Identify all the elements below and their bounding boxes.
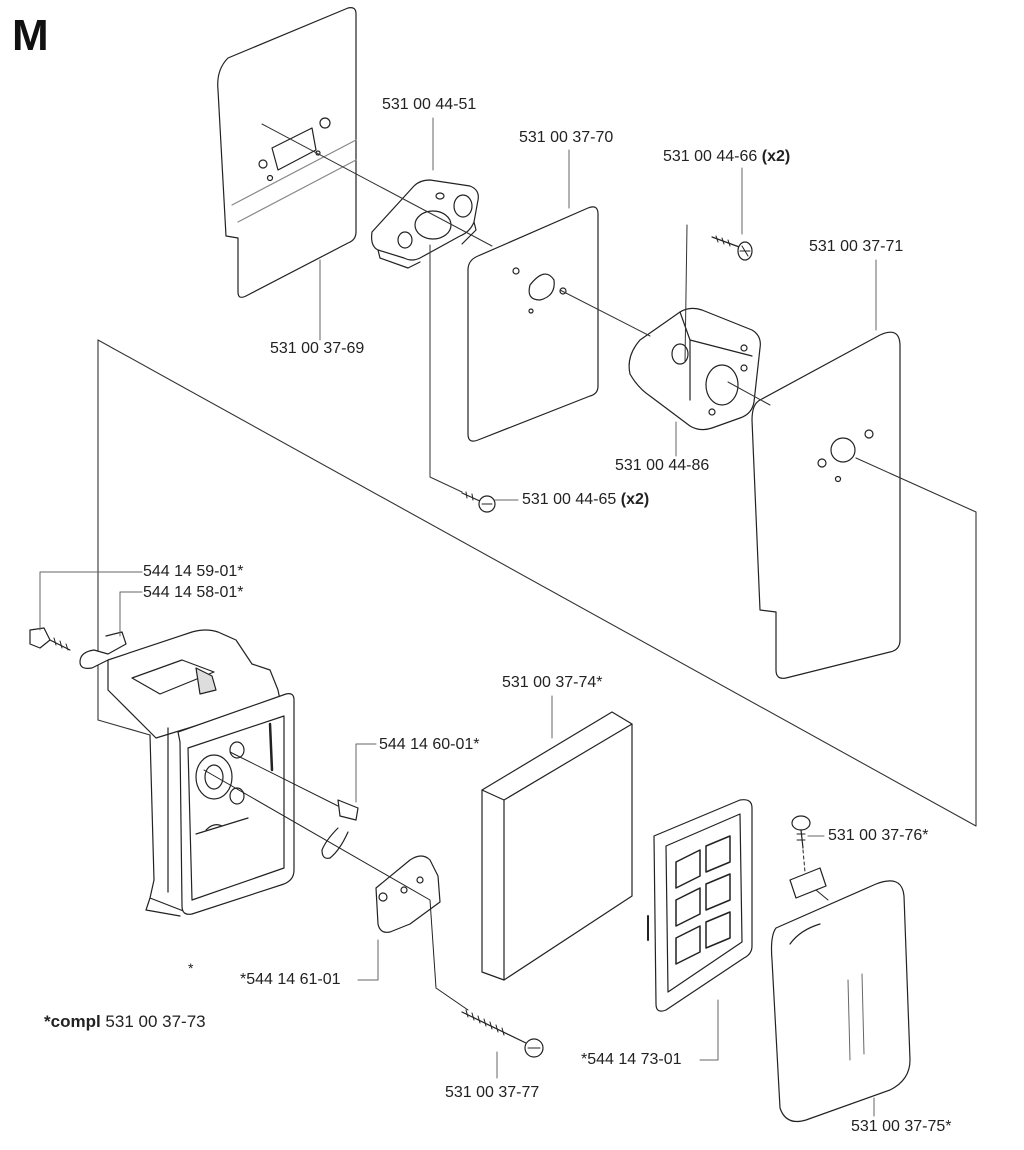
label-3771: 531 00 37-71 — [809, 238, 904, 255]
filter-grid-7301 — [647, 799, 753, 1012]
assembly-outline — [97, 339, 977, 827]
label-3775: 531 00 37-75* — [851, 1118, 952, 1135]
bracket-6101 — [203, 769, 469, 1011]
qty-4466: (x2) — [761, 148, 791, 165]
label-3776: 531 00 37-76* — [828, 827, 929, 844]
filter-housing — [107, 629, 295, 917]
label-7301: *544 14 73-01 — [581, 1051, 682, 1068]
asterisk-marker: * — [188, 960, 194, 976]
compl-note: *compl 531 00 37-73 — [44, 1012, 206, 1032]
label-5801: 544 14 58-01* — [143, 584, 244, 601]
long-screw-3777 — [461, 1009, 544, 1058]
label-3770: 531 00 37-70 — [519, 129, 614, 146]
intake-block-4486 — [628, 307, 761, 431]
screw-5901 — [29, 627, 71, 651]
section-letter: M — [12, 11, 49, 60]
clip-5801 — [79, 631, 127, 669]
label-5901: 544 14 59-01* — [143, 563, 244, 580]
center-axis-line — [261, 123, 771, 406]
screw-3776 — [791, 815, 811, 873]
gasket-3769 — [217, 7, 357, 298]
wing-nut-6001 — [229, 751, 359, 859]
qty-4465: (x2) — [620, 491, 650, 508]
screw-4465 — [461, 491, 496, 513]
label-4486: 531 00 44-86 — [615, 457, 710, 474]
label-4451: 531 00 44-51 — [382, 96, 477, 113]
filter-element-3774 — [481, 711, 633, 981]
screw-4466 — [711, 235, 753, 261]
label-4466: 531 00 44-66 (x2) — [663, 148, 791, 165]
compl-prefix: *compl — [44, 1012, 101, 1031]
cover-3775 — [770, 867, 911, 1123]
label-3777: 531 00 37-77 — [445, 1084, 540, 1101]
spacer-block-4451 — [371, 179, 479, 269]
label-4465: 531 00 44-65 (x2) — [522, 491, 650, 508]
label-6101: *544 14 61-01 — [240, 971, 341, 988]
gasket-3770 — [467, 206, 599, 442]
label-6001: 544 14 60-01* — [379, 736, 480, 753]
gasket-3771 — [751, 331, 901, 679]
label-3774: 531 00 37-74* — [502, 674, 603, 691]
leader-lines — [39, 117, 877, 1117]
label-3769: 531 00 37-69 — [270, 340, 365, 357]
compl-number: 531 00 37-73 — [105, 1012, 206, 1031]
